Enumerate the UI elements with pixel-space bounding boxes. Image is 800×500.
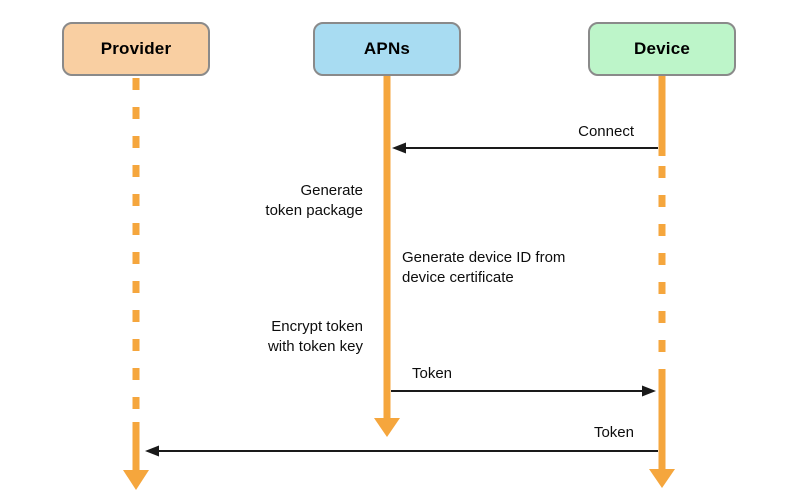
connect-message-label: Connect [578, 123, 634, 140]
actor-device-box: Device [588, 22, 736, 76]
generate-device-id-note: Generate device ID from device certifica… [402, 249, 566, 286]
actor-apns-box: APNs [313, 22, 461, 76]
actor-device-label: Device [633, 39, 691, 58]
device-lifeline-arrowhead-icon [649, 469, 675, 488]
actor-provider-box: Provider [62, 22, 210, 76]
apns-lifeline-arrowhead-icon [374, 418, 400, 437]
token-to-provider-message-label: Token [593, 424, 634, 441]
connect-arrowhead-icon [392, 142, 406, 154]
token-to-device-message-label: Token [412, 365, 453, 382]
token-to-provider-arrowhead-icon [145, 445, 159, 457]
actor-apns-label: APNs [363, 39, 411, 58]
generate-token-package-note: Generate token package [265, 182, 363, 219]
encrypt-token-note: Encrypt token with token key [267, 318, 363, 355]
actor-provider-label: Provider [100, 39, 172, 58]
provider-lifeline-arrowhead-icon [123, 470, 149, 490]
token-to-device-arrowhead-icon [642, 385, 656, 397]
